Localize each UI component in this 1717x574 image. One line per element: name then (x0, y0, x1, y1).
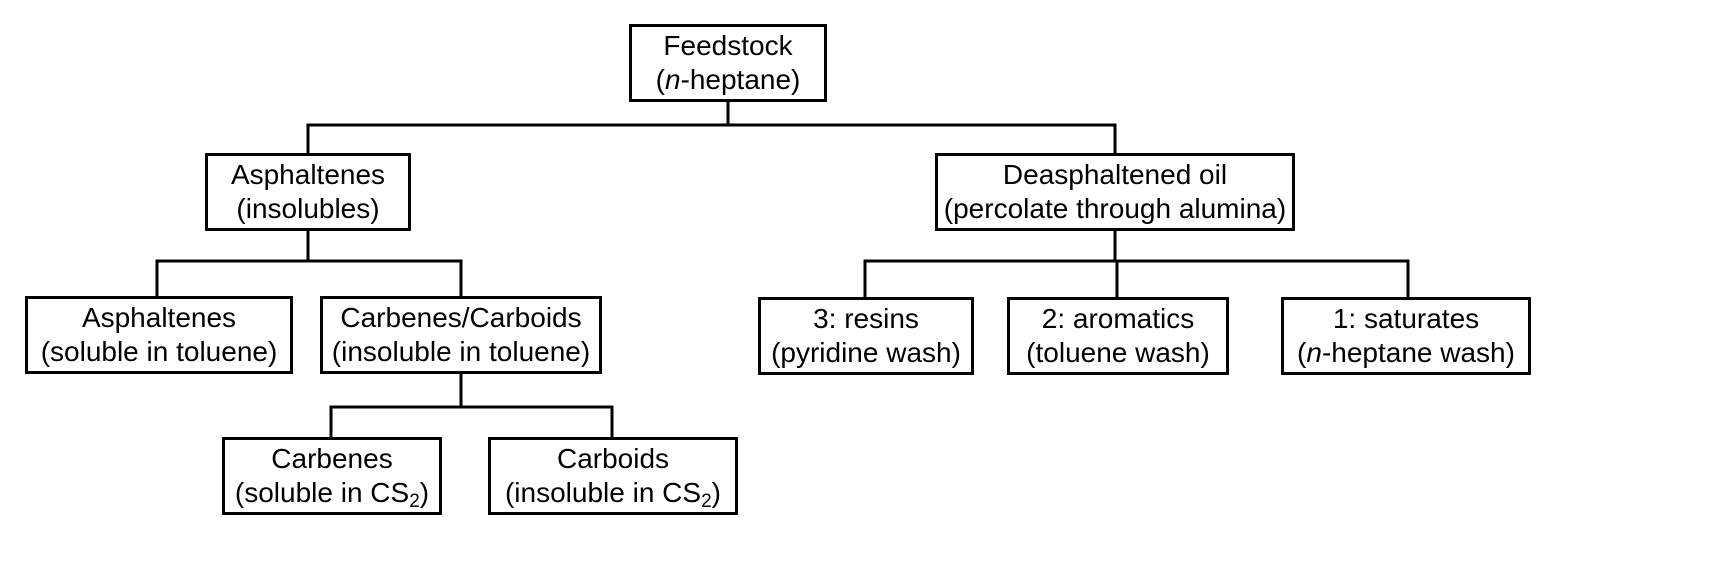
node-carbenes-title: Carbenes (271, 443, 393, 474)
node-aromatics-subtitle: (toluene wash) (1026, 337, 1210, 368)
node-asphaltenes-soluble: Asphaltenes (soluble in toluene) (25, 296, 293, 374)
node-deasphaltened-oil: Deasphaltened oil (percolate through alu… (935, 153, 1295, 231)
node-asphaltenes-insolubles-title: Asphaltenes (230, 159, 386, 190)
node-carbenes: Carbenes (soluble in CS2) (222, 437, 442, 515)
node-saturates-title: 1: saturates (1332, 303, 1480, 334)
node-saturates: 1: saturates (n-heptane wash) (1281, 297, 1531, 375)
node-asphaltenes-soluble-subtitle: (soluble in toluene) (40, 336, 278, 367)
node-deasphaltened-oil-title: Deasphaltened oil (1002, 159, 1228, 190)
node-aromatics: 2: aromatics (toluene wash) (1007, 297, 1229, 375)
node-resins: 3: resins (pyridine wash) (758, 297, 974, 375)
node-resins-subtitle: (pyridine wash) (771, 337, 961, 368)
node-feedstock-subtitle: (n-heptane) (655, 64, 801, 95)
node-aromatics-title: 2: aromatics (1041, 303, 1195, 334)
node-carbenes-subtitle: (soluble in CS2) (234, 477, 430, 512)
node-resins-title: 3: resins (813, 303, 919, 334)
node-carboids-subtitle: (insoluble in CS2) (504, 477, 721, 512)
node-carboids-title: Carboids (556, 443, 670, 474)
node-carbenes-carboids-subtitle: (insoluble in toluene) (331, 336, 591, 367)
node-feedstock-title: Feedstock (663, 30, 793, 61)
node-asphaltenes-insolubles: Asphaltenes (insolubles) (205, 153, 411, 231)
node-carboids: Carboids (insoluble in CS2) (488, 437, 738, 515)
node-asphaltenes-soluble-title: Asphaltenes (81, 302, 237, 333)
node-asphaltenes-insolubles-subtitle: (insolubles) (236, 193, 380, 224)
node-feedstock: Feedstock (n-heptane) (629, 24, 827, 102)
node-carbenes-carboids: Carbenes/Carboids (insoluble in toluene) (320, 296, 602, 374)
node-deasphaltened-oil-subtitle: (percolate through alumina) (943, 193, 1287, 224)
node-carbenes-carboids-title: Carbenes/Carboids (340, 302, 582, 333)
node-saturates-subtitle: (n-heptane wash) (1297, 337, 1515, 368)
